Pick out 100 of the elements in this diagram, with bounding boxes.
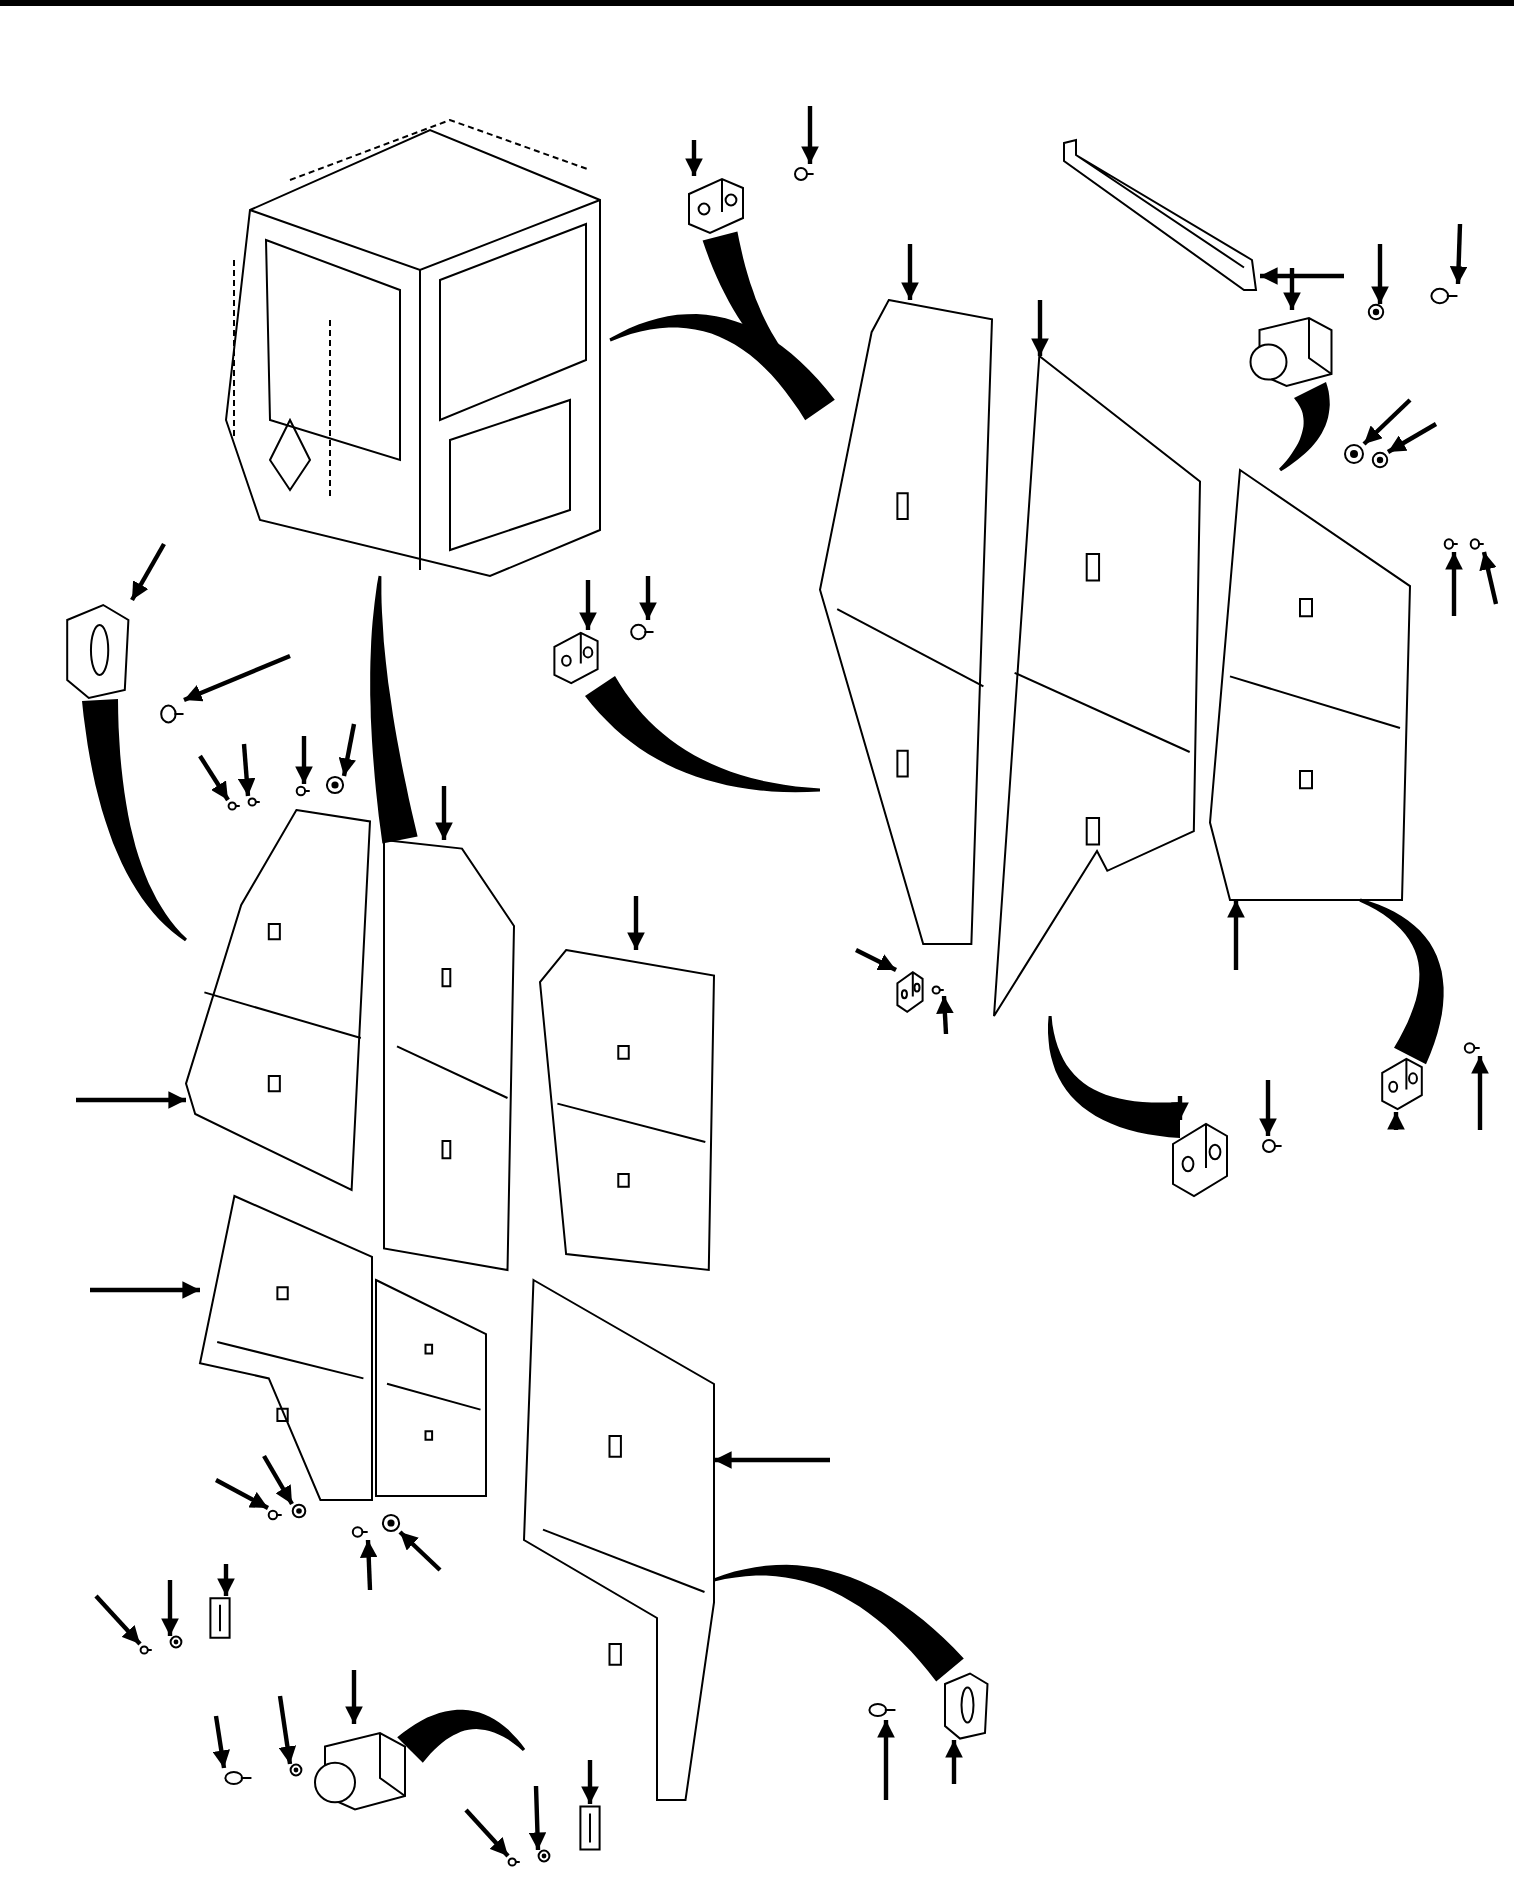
bracket-drawing	[552, 630, 600, 686]
leader-arrow	[627, 896, 645, 950]
bolt-drawing	[1444, 536, 1458, 552]
curved-arrow	[397, 1709, 526, 1763]
leader-arrow	[94, 1594, 142, 1646]
leader-arrow	[1471, 1056, 1489, 1130]
leader-arrow	[435, 786, 453, 840]
curved-arrow	[370, 575, 418, 844]
washer-drawing	[326, 776, 344, 794]
leader-arrow	[183, 653, 291, 703]
leader-arrow	[1171, 1096, 1189, 1120]
washer-drawing	[290, 1764, 302, 1776]
curved-arrow	[585, 676, 820, 793]
bracket-drawing	[686, 176, 746, 236]
leader-arrow	[237, 743, 256, 797]
leader-arrow	[1283, 268, 1301, 310]
leader-arrow	[398, 1530, 442, 1572]
leader-arrow	[528, 1785, 547, 1851]
leader-arrow	[1260, 267, 1344, 285]
bolt-drawing	[794, 164, 814, 184]
bolt-drawing	[268, 1508, 282, 1522]
bolt-drawing	[296, 784, 310, 798]
leader-arrow	[579, 580, 597, 630]
bolt-drawing	[224, 1768, 252, 1788]
leader-arrow	[581, 1760, 599, 1804]
panel-drawing	[1210, 470, 1410, 900]
leader-arrow	[801, 106, 819, 164]
handle-drawing	[60, 600, 132, 700]
leader-arrow	[1362, 398, 1412, 446]
leader-arrow	[212, 1715, 230, 1769]
bolt-drawing	[1464, 1040, 1480, 1056]
bracket-drawing	[1380, 1056, 1424, 1112]
leader-arrow	[277, 1695, 297, 1765]
leader-arrow	[130, 542, 166, 602]
leader-arrow	[855, 948, 897, 972]
washer-drawing	[1368, 304, 1384, 320]
leader-arrow	[901, 244, 919, 300]
leader-arrow	[1031, 300, 1049, 356]
leader-arrow	[295, 736, 313, 784]
curved-arrow	[713, 1564, 964, 1682]
leader-arrow	[359, 1539, 378, 1591]
leader-arrow	[714, 1451, 830, 1469]
panel-drawing	[200, 1196, 372, 1500]
leader-arrow	[345, 1670, 363, 1724]
leader-arrow	[1259, 1080, 1277, 1136]
leader-arrow	[1371, 244, 1389, 304]
washer-drawing	[170, 1636, 182, 1648]
bolt-drawing	[140, 1644, 152, 1656]
leader-arrow	[936, 995, 954, 1035]
bolt-drawing	[868, 1700, 896, 1720]
washer-drawing	[1372, 452, 1388, 468]
bolt-drawing	[228, 800, 240, 812]
curved-arrow	[1279, 382, 1330, 472]
bolt-drawing	[352, 1524, 368, 1540]
clip-drawing	[578, 1804, 602, 1852]
leader-arrow	[262, 1454, 294, 1506]
leader-arrow	[945, 1740, 963, 1784]
leader-arrow	[1449, 223, 1468, 285]
leader-arrow	[685, 140, 703, 176]
leader-arrow	[338, 723, 357, 777]
bolt-drawing	[932, 984, 944, 996]
panel-drawing	[524, 1280, 714, 1800]
curved-arrow	[1048, 1016, 1180, 1138]
leader-arrow	[214, 1478, 270, 1510]
leader-arrow	[217, 1564, 235, 1596]
bracket-drawing	[896, 970, 924, 1014]
bolt-drawing	[160, 700, 184, 728]
panel-drawing	[376, 1280, 486, 1496]
leader-arrow	[639, 576, 657, 620]
leader-arrow	[76, 1091, 186, 1109]
panel-drawing	[540, 950, 714, 1270]
panel-drawing	[994, 356, 1200, 1016]
leader-arrow	[90, 1281, 200, 1299]
washer-drawing	[538, 1850, 550, 1862]
panel-drawing	[384, 840, 514, 1270]
leader-arrow	[1386, 422, 1438, 454]
handle-drawing	[940, 1670, 990, 1740]
curved-arrow	[82, 699, 187, 942]
bracket-drawing	[1170, 1120, 1230, 1200]
bolt-drawing	[248, 796, 260, 808]
bolt-drawing	[508, 1856, 520, 1868]
leader-arrow	[161, 1580, 179, 1636]
bolt-drawing	[1430, 284, 1458, 308]
curved-arrow	[1359, 898, 1444, 1065]
panel-drawing	[820, 300, 992, 944]
washer-drawing	[382, 1514, 400, 1532]
bolt-drawing	[1470, 536, 1484, 552]
leader-arrow	[1479, 551, 1499, 605]
bolt-drawing	[630, 620, 654, 644]
washer-drawing	[292, 1504, 306, 1518]
leader-arrow	[464, 1808, 510, 1858]
bar-drawing	[1060, 140, 1260, 290]
clip-drawing	[208, 1596, 232, 1640]
leader-arrow	[1445, 552, 1463, 616]
panel-drawing	[186, 810, 370, 1190]
leader-arrow	[1227, 900, 1245, 970]
leader-arrow	[198, 754, 230, 802]
leader-arrow	[1387, 1112, 1405, 1130]
washer-drawing	[1344, 444, 1364, 464]
bolt-drawing	[1262, 1136, 1282, 1156]
